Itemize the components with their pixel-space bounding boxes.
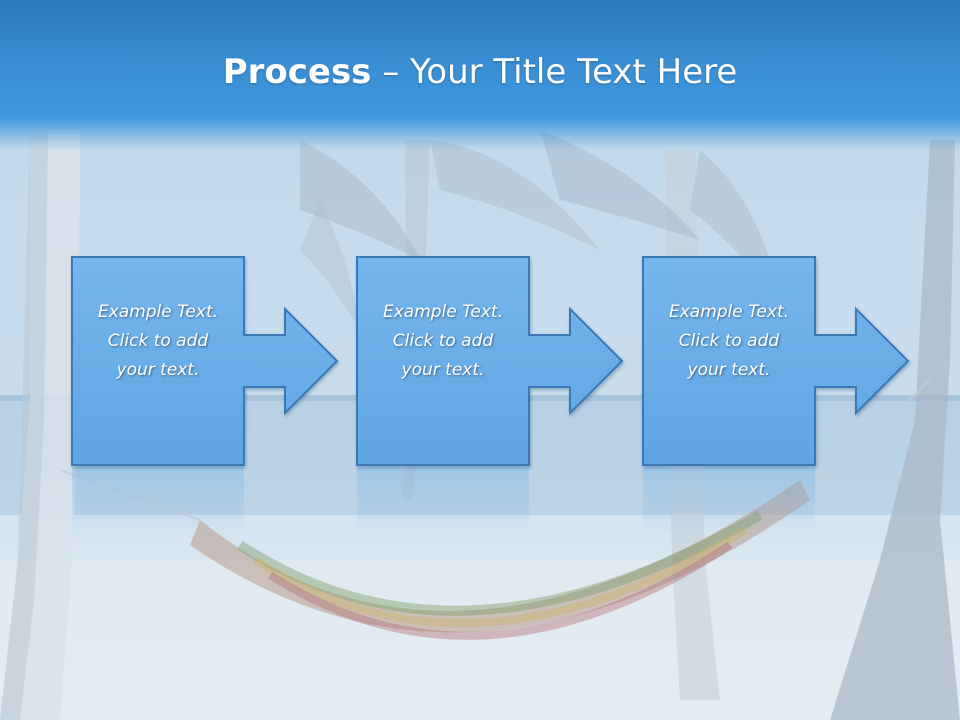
process-step-3-text: Example Text. Click to add your text. — [668, 301, 790, 380]
process-step-1[interactable]: Example Text. Click to add your text. — [72, 257, 244, 465]
title-bold: Process — [222, 52, 372, 92]
title-rest: – Your Title Text Here — [371, 52, 738, 92]
process-step-1-text: Example Text. Click to add your text. — [97, 301, 219, 380]
process-step-2-text: Example Text. Click to add your text. — [382, 301, 504, 380]
process-shape-1[interactable] — [71, 256, 339, 466]
title-band — [0, 0, 960, 150]
process-shape-3[interactable] — [642, 256, 910, 466]
process-shape-2[interactable] — [356, 256, 624, 466]
process-step-3[interactable]: Example Text. Click to add your text. — [643, 257, 815, 465]
process-step-2[interactable]: Example Text. Click to add your text. — [357, 257, 529, 465]
slide-title[interactable]: Process – Your Title Text Here — [0, 52, 960, 92]
